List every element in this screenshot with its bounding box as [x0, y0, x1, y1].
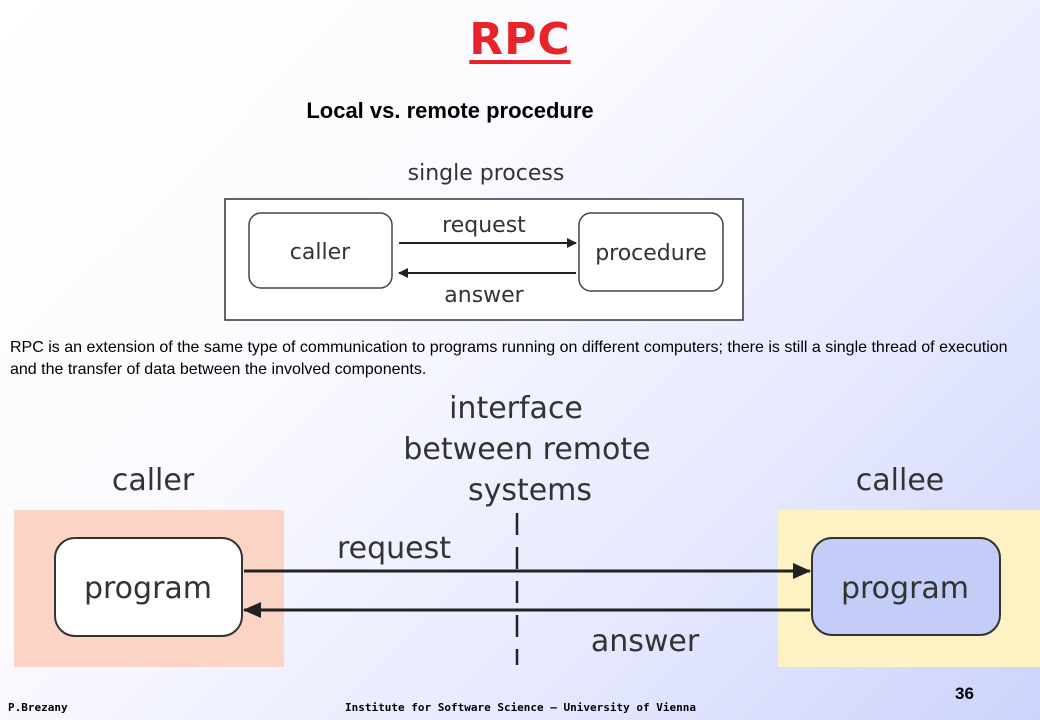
footer-author: P.Brezany [8, 701, 68, 714]
local-request-label: request [442, 213, 526, 238]
remote-request-label: request [337, 531, 451, 566]
caller-program-label: program [84, 571, 212, 606]
footer-institute: Institute for Software Science – Univers… [345, 701, 696, 714]
single-process-label: single process [408, 161, 565, 186]
callee-program-label: program [841, 571, 969, 606]
interface-label-line1: interface [449, 391, 583, 426]
local-caller-box [248, 212, 393, 289]
page-number: 36 [955, 684, 974, 703]
slide-subtitle: Local vs. remote procedure [306, 98, 594, 123]
local-caller-label: caller [290, 240, 351, 265]
remote-answer-label: answer [591, 624, 700, 659]
local-procedure-label: procedure [595, 241, 707, 266]
remote-callee-label: callee [856, 463, 944, 498]
local-procedure-box [578, 212, 724, 292]
slide-title: RPC [469, 14, 571, 65]
rpc-description: RPC is an extension of the same type of … [10, 339, 1008, 378]
interface-label-line2: between remote [403, 432, 650, 467]
callee-program-box [811, 537, 1001, 636]
local-answer-label: answer [444, 283, 524, 308]
remote-caller-label: caller [112, 463, 195, 498]
caller-program-box [54, 537, 243, 637]
interface-label-line3: systems [468, 473, 592, 508]
